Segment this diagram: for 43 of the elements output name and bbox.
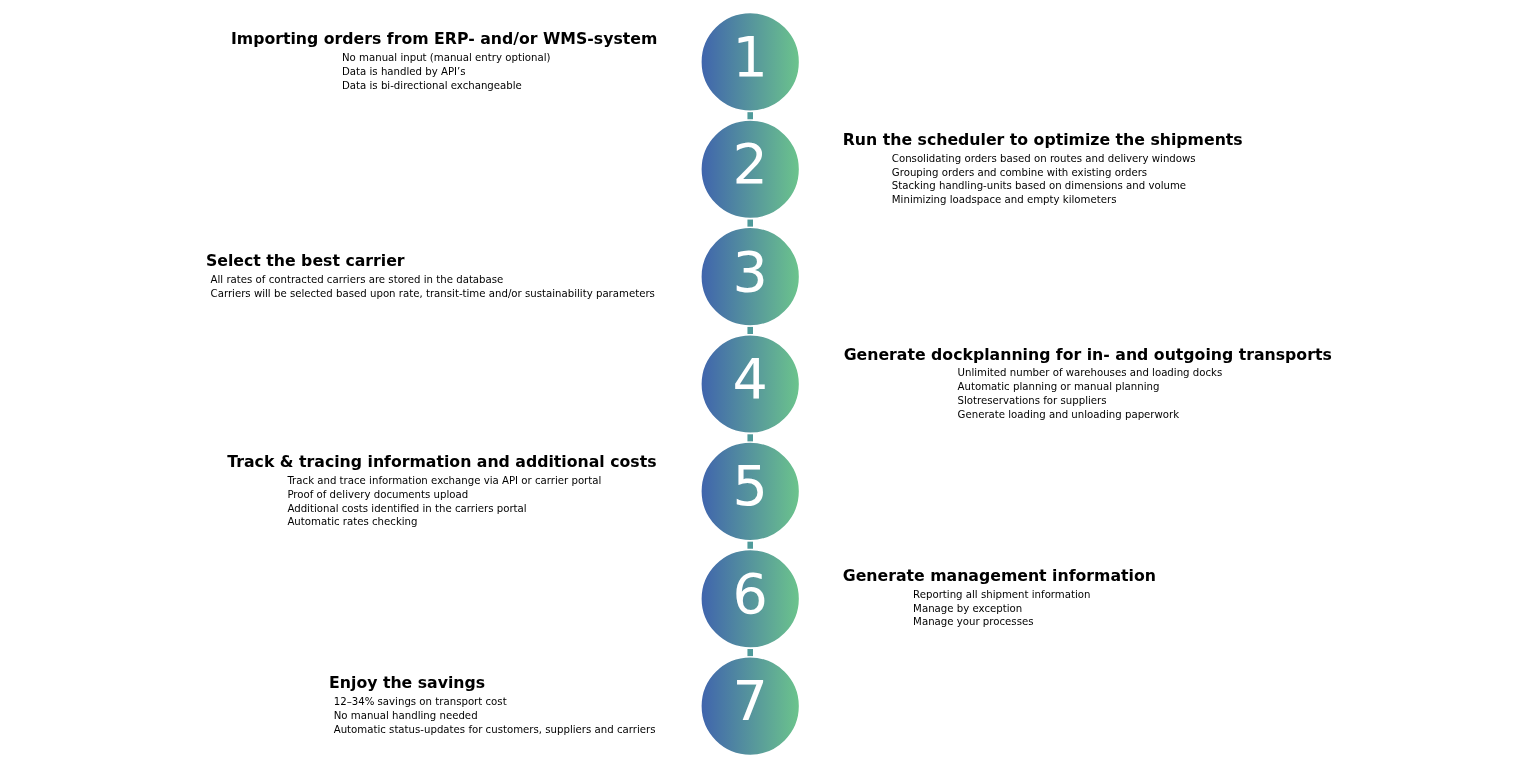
node-label: Track and trace information exchange via API or carrier portal: [286, 474, 601, 486]
node-label: Track & tracing information and additional costs: [226, 451, 657, 471]
node-label: Slotreservations for suppliers: [957, 395, 1107, 407]
node-label: Minimizing loadspace and empty kilometers: [891, 194, 1116, 206]
node-label: Data is handled by API’s: [341, 65, 466, 77]
node-label: No manual handling needed: [333, 709, 478, 721]
node-label: Proof of delivery documents upload: [286, 488, 468, 500]
connector: [746, 219, 753, 227]
node-label: Automatic status-updates for customers, suppliers and carriers: [333, 723, 656, 735]
node-label: Importing orders from ERP- and/or WMS-system: [230, 28, 657, 48]
connector: [746, 649, 753, 657]
node-label: Carriers will be selected based upon rate, transit-time and/or sustainability parameters: [210, 287, 655, 299]
node-label: Manage your processes: [912, 616, 1034, 628]
node-label: Unlimited number of warehouses and loading docks: [957, 367, 1222, 379]
node-label: Automatic rates checking: [286, 516, 418, 528]
connector: [746, 112, 753, 120]
node-circle: 1: [698, 10, 802, 114]
node-label: Consolidating orders based on routes and delivery windows: [891, 152, 1196, 164]
node-label: Select the best carrier: [205, 251, 405, 271]
node-circle: 2: [698, 117, 802, 221]
node-label: Manage by exception: [912, 602, 1022, 614]
node-circle: 5: [698, 440, 802, 543]
node-label: Run the scheduler to optimize the shipments: [842, 129, 1243, 149]
node-circle: 6: [698, 547, 802, 651]
node-circle: 3: [698, 225, 802, 328]
node-label: Grouping orders and combine with existing orders: [891, 166, 1147, 178]
node-label: Generate management information: [842, 565, 1156, 585]
node-label: Generate loading and unloading paperwork: [957, 409, 1179, 421]
node-label: Data is bi-directional exchangeable: [341, 79, 522, 91]
node-label: Additional costs identified in the carriers portal: [286, 502, 527, 514]
connector: [746, 541, 753, 549]
connector: [746, 326, 753, 334]
connector: [746, 434, 753, 442]
node-label: Reporting all shipment information: [912, 588, 1090, 600]
node-label: 12–34% savings on transport cost: [333, 696, 507, 707]
node-label: Generate dockplanning for in- and outgoing transports: [843, 344, 1332, 364]
node-circle: 4: [698, 332, 802, 436]
node-label: Automatic planning or manual planning: [957, 381, 1159, 393]
node-circle: 7: [698, 654, 802, 758]
node-label: All rates of contracted carriers are stored in the database: [210, 273, 503, 285]
node-label: Stacking handling-units based on dimensions and volume: [891, 180, 1186, 192]
node-label: Enjoy the savings: [328, 673, 485, 693]
node-label: No manual input (manual entry optional): [341, 51, 550, 63]
